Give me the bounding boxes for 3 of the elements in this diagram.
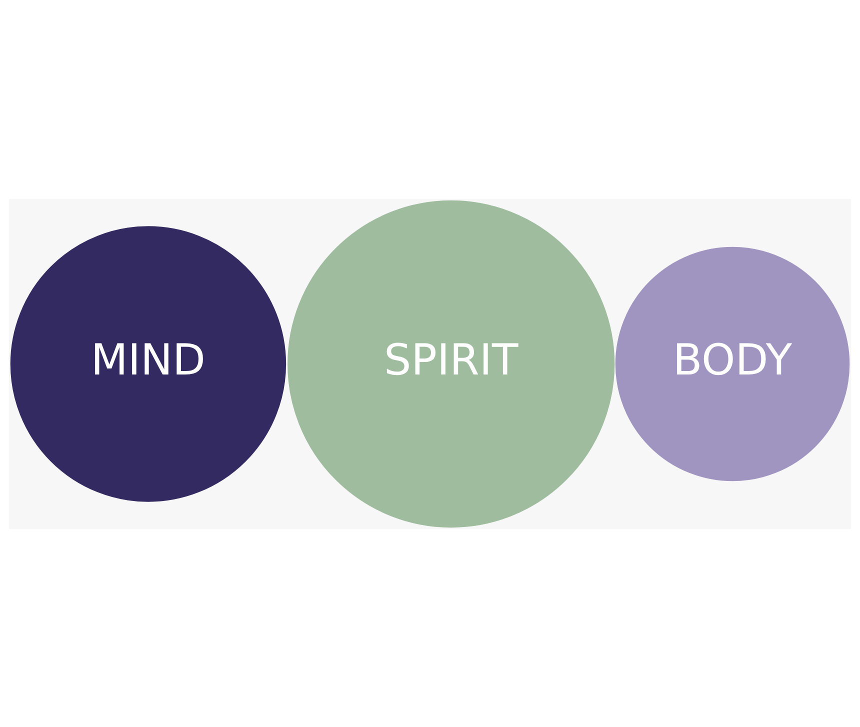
node-circle: SPIRIT	[288, 200, 615, 528]
node-circle: BODY	[615, 246, 850, 481]
node-circle: MIND	[10, 226, 286, 502]
